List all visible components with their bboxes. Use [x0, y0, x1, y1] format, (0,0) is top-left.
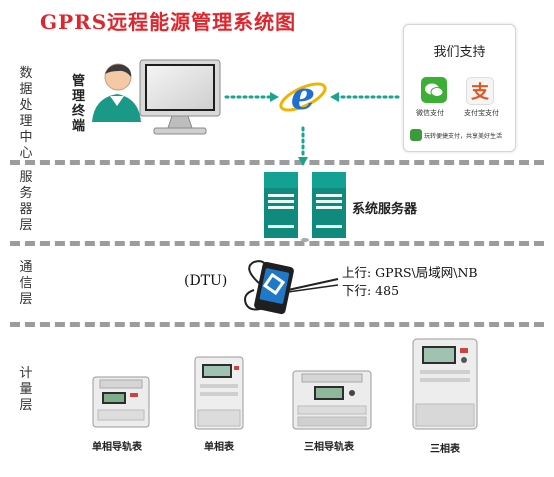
server-label: 系统服务器	[352, 202, 418, 217]
alipay-icon: 支	[466, 77, 494, 105]
layer-label-metering: 计量层	[19, 366, 33, 413]
leaf-icon	[410, 129, 422, 141]
wechat-label: 微信支付	[416, 109, 444, 117]
layer-label-communication: 通信层	[19, 260, 33, 307]
payment-panel: 我们支持 支 微信支付 支付宝支付 玩转便捷支付，共享美好生活	[403, 24, 516, 152]
divider-line	[10, 322, 544, 327]
svg-text:支: 支	[470, 81, 490, 103]
layer-label-data-center: 数据处理中心	[19, 66, 33, 161]
alipay-label: 支付宝支付	[464, 109, 499, 117]
three-phase-rail-meter	[292, 370, 372, 430]
divider-line	[10, 241, 544, 246]
downlink-label: 下行: 485	[342, 283, 400, 298]
monitor-icon	[139, 59, 221, 135]
internet-explorer-icon: e	[279, 73, 327, 118]
three-phase-meter	[412, 338, 478, 430]
meter-label: 三相表	[430, 444, 460, 455]
terminal-label: 管理终端	[72, 74, 86, 134]
diagram-title: GPRS远程能源管理系统图	[40, 10, 297, 34]
dtu-device	[244, 260, 339, 315]
person-icon	[92, 63, 141, 122]
uplink-label: 上行: GPRS\局域网\NB	[342, 265, 478, 280]
payment-title: 我们支持	[433, 45, 486, 60]
meter-label: 单相导轨表	[92, 442, 142, 453]
svg-text:e: e	[291, 73, 315, 118]
single-phase-rail-meter	[92, 376, 150, 428]
dtu-label: (DTU)	[184, 273, 228, 289]
single-phase-meter	[194, 356, 244, 430]
layer-label-service: 服务器层	[19, 170, 33, 233]
payment-footer: 玩转便捷支付，共享美好生活	[424, 133, 503, 140]
meter-label: 单相表	[204, 442, 234, 453]
divider-line	[10, 160, 544, 165]
meter-label: 三相导轨表	[304, 442, 354, 453]
server-icon	[264, 172, 346, 242]
wechat-icon	[421, 77, 447, 103]
